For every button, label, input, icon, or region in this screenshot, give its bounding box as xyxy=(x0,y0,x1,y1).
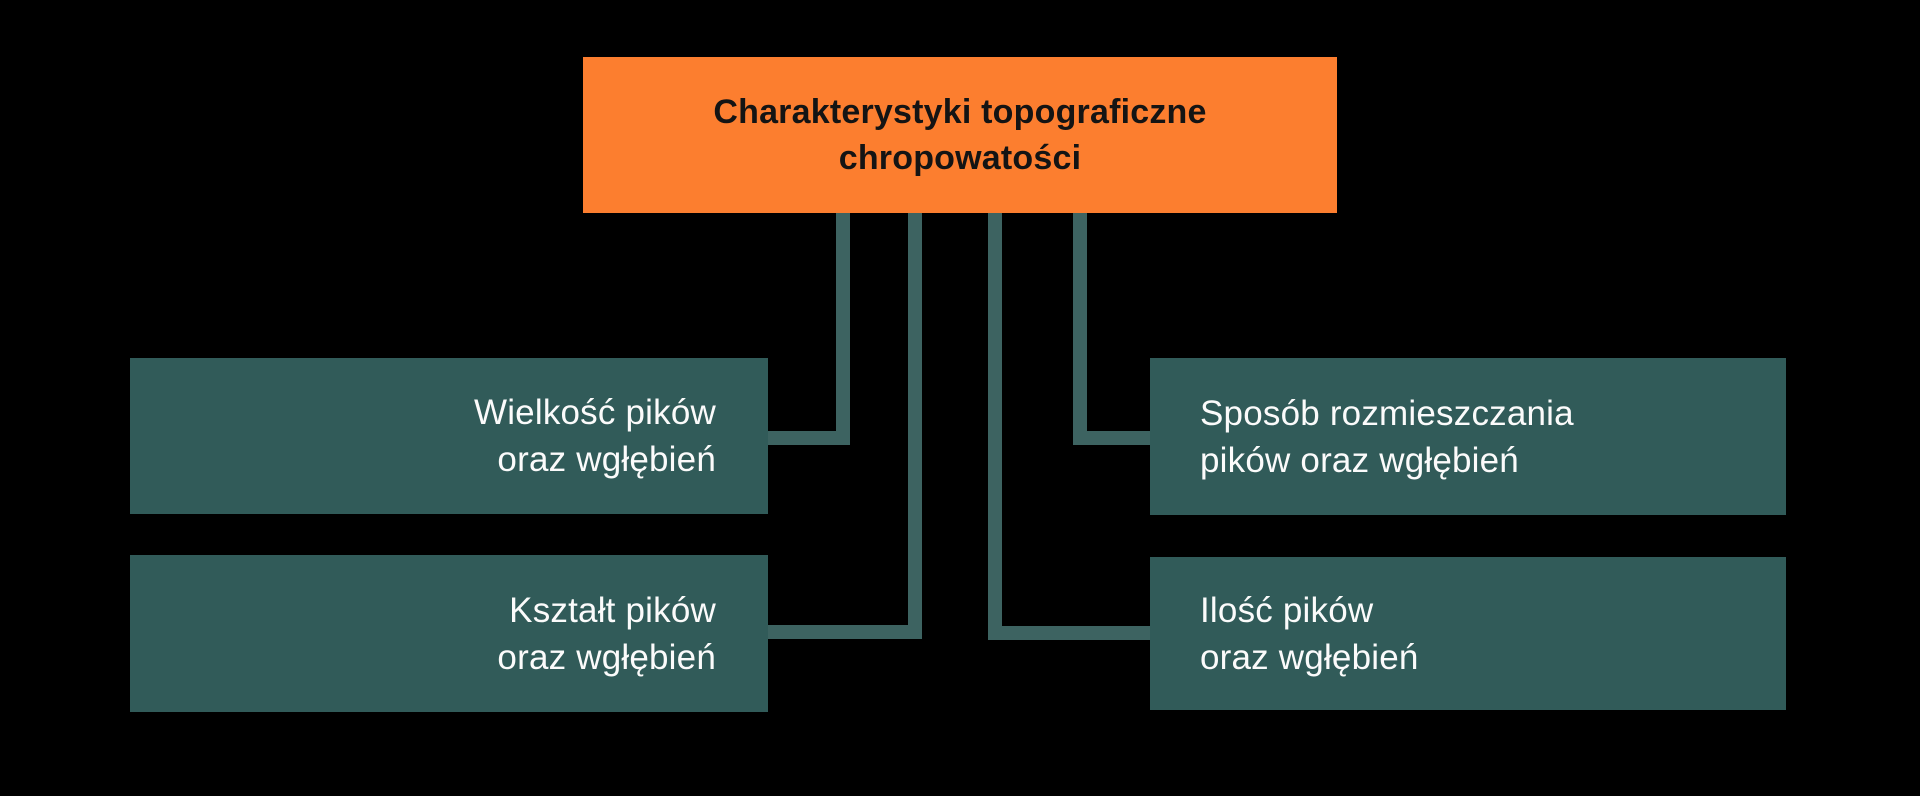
root-node-topographic-characteristics: Charakterystyki topograficzne chropowato… xyxy=(583,57,1337,213)
connector-root-to-size-vertical xyxy=(836,205,850,445)
connector-root-to-shape-horizontal xyxy=(762,625,922,639)
connector-root-to-count-vertical xyxy=(988,205,1002,640)
node-peak-count-label-line1: Ilość pików xyxy=(1200,590,1374,630)
node-peak-count-label-line2: oraz wgłębień xyxy=(1200,637,1419,677)
node-peak-placement-label-line2: pików oraz wgłębień xyxy=(1200,440,1519,480)
node-peak-shape-label-line1: Kształt pików xyxy=(509,590,716,630)
connector-root-to-size-horizontal xyxy=(762,431,850,445)
connector-root-to-count-horizontal xyxy=(988,626,1156,640)
node-peak-size: Wielkość pików oraz wgłębień xyxy=(130,358,768,514)
root-node-label-line1: Charakterystyki topograficzne xyxy=(713,93,1207,131)
node-peak-count: Ilość pików oraz wgłębień xyxy=(1150,557,1786,710)
root-node-label-line2: chropowatości xyxy=(838,139,1082,177)
connector-root-to-placement-horizontal xyxy=(1073,431,1156,445)
node-peak-placement: Sposób rozmieszczania pików oraz wgłębie… xyxy=(1150,358,1786,515)
node-peak-size-label-line1: Wielkość pików xyxy=(473,393,716,432)
node-peak-shape: Kształt pików oraz wgłębień xyxy=(130,555,768,712)
connector-root-to-shape-vertical xyxy=(908,205,922,639)
connector-root-to-placement-vertical xyxy=(1073,205,1087,445)
node-peak-size-label-line2: oraz wgłębień xyxy=(497,440,716,479)
node-peak-placement-label-line1: Sposób rozmieszczania xyxy=(1200,393,1574,433)
node-peak-shape-label-line2: oraz wgłębień xyxy=(497,637,716,677)
